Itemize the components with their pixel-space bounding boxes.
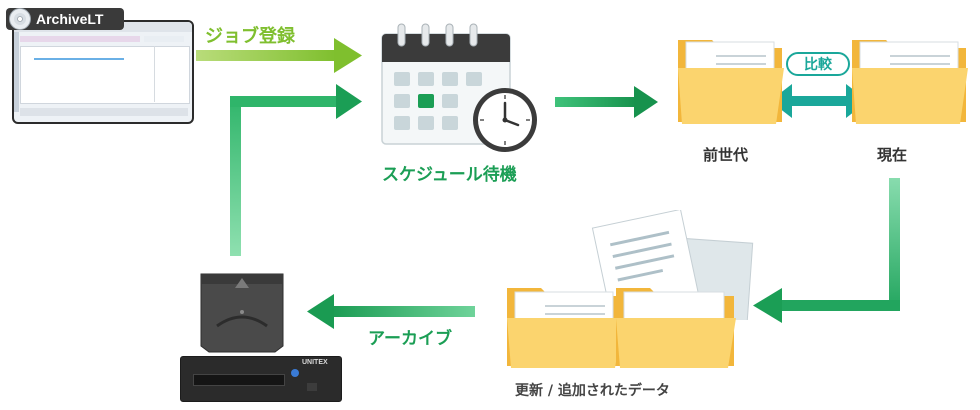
tape-drive-icon <box>180 356 342 402</box>
clock-icon <box>470 85 540 159</box>
previous-generation-label: 前世代 <box>703 146 749 164</box>
folder-icon <box>850 28 970 132</box>
disc-icon <box>8 7 32 35</box>
compare-badge: 比較 <box>786 52 850 76</box>
drive-brand: UNITEX <box>302 359 328 366</box>
archive-label: アーカイブ <box>368 329 452 349</box>
schedule-wait-label: スケジュール待機 <box>382 165 517 185</box>
to-compare-arrow <box>555 86 658 118</box>
app-name: ArchiveLT <box>36 11 104 27</box>
archive-arrow <box>307 294 475 329</box>
return-loop-arrow <box>230 84 362 256</box>
compare-label: 比較 <box>804 57 832 73</box>
folder-icon <box>505 282 625 376</box>
job-register-label: ジョブ登録 <box>205 26 295 47</box>
app-title-tab <box>6 8 124 30</box>
folder-icon <box>614 282 738 376</box>
job-register-arrow <box>196 38 362 73</box>
to-updated-data-arrow <box>753 178 900 323</box>
archivelt-window <box>12 20 194 124</box>
folder-icon <box>676 28 786 132</box>
current-label: 現在 <box>877 146 908 164</box>
updated-data-label: 更新 / 追加されたデータ <box>515 383 670 399</box>
tape-cartridge-icon <box>197 268 287 358</box>
